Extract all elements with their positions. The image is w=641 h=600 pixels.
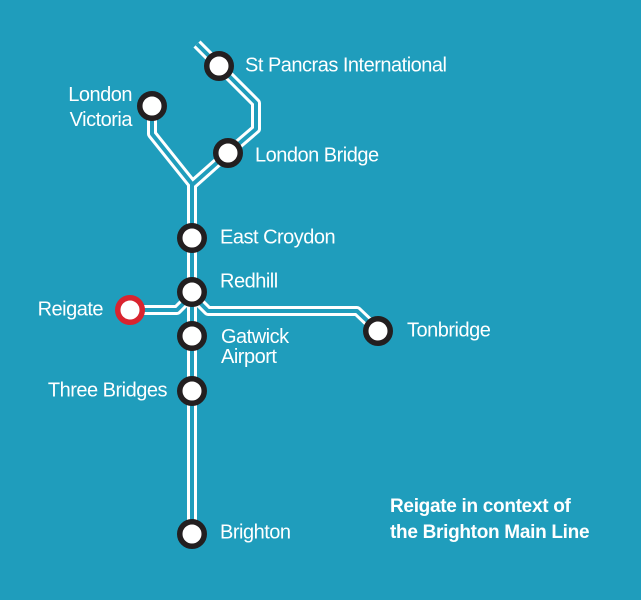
station-marker-london-victoria <box>137 91 167 121</box>
station-label-reigate: Reigate <box>37 298 104 321</box>
station-marker-brighton <box>177 519 207 549</box>
station-marker-st-pancras-international <box>204 51 234 81</box>
map-caption: Reigate in context of the Brighton Main … <box>390 496 590 543</box>
station-marker-redhill <box>177 277 207 307</box>
station-label-redhill: Redhill <box>220 270 278 293</box>
station-marker-london-bridge <box>213 138 243 168</box>
station-label-tonbridge: Tonbridge <box>407 319 491 342</box>
station-label-brighton: Brighton <box>220 521 291 544</box>
station-marker-three-bridges <box>177 376 207 406</box>
station-marker-east-croydon <box>177 223 207 253</box>
station-label-london-victoria: London Victoria <box>68 84 132 131</box>
station-marker-tonbridge <box>363 316 393 346</box>
station-marker-gatwick-airport <box>177 321 207 351</box>
route-victoria-brighton-main-line-casing <box>147 106 197 534</box>
station-label-st-pancras-international: St Pancras International <box>245 54 447 77</box>
station-label-gatwick-airport: Gatwick Airport <box>221 326 289 368</box>
station-label-london-bridge: London Bridge <box>255 144 379 167</box>
station-marker-reigate <box>115 295 145 325</box>
station-label-east-croydon: East Croydon <box>220 226 336 249</box>
station-label-three-bridges: Three Bridges <box>47 379 168 402</box>
